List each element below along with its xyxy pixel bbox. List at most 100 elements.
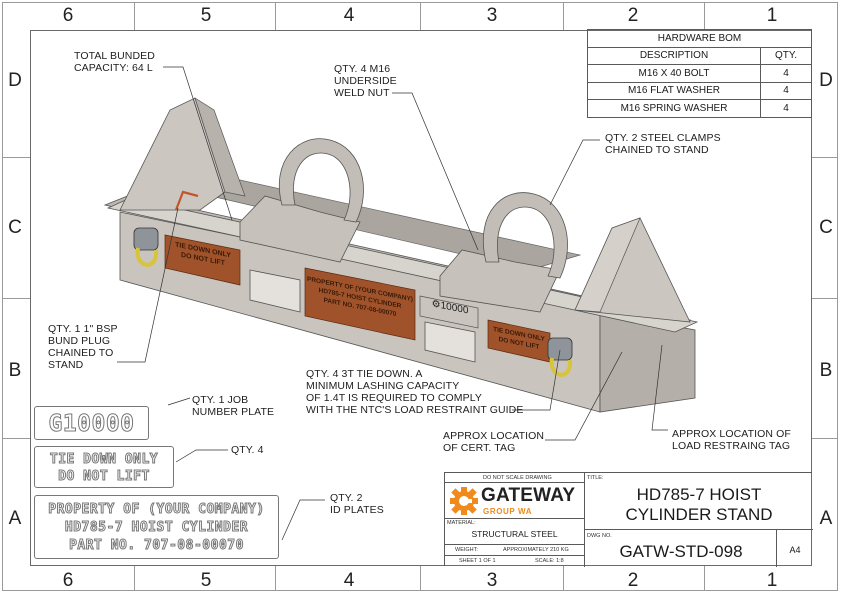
bom-header-description: DESCRIPTION: [587, 46, 761, 65]
company-name: GATEWAY: [481, 485, 576, 506]
callout-tie-down-line1: QTY. 4 3T TIE DOWN. A: [306, 368, 423, 380]
callout-restraint-tag-line1: APPROX LOCATION OF: [672, 428, 791, 440]
callout-job-plate-line1: QTY. 1 JOB: [192, 394, 249, 406]
callout-id-plates-line2: ID PLATES: [330, 504, 384, 516]
scale-value: SCALE: 1:8: [535, 558, 564, 564]
zone-row-c-left: C: [8, 217, 22, 238]
zone-row-a-right: A: [819, 508, 833, 529]
callout-bund-line2: CAPACITY: 64 L: [74, 62, 153, 74]
sheet-border-inner: [30, 30, 812, 566]
callout-tie-down: QTY. 4 3T TIE DOWN. A MINIMUM LASHING CA…: [306, 368, 523, 416]
callout-cert-tag-line2: OF CERT. TAG: [443, 442, 516, 454]
bom-title-row: HARDWARE BOM: [587, 29, 812, 48]
material-label: MATERIAL:: [447, 520, 476, 526]
zone-tick: [2, 298, 30, 299]
drawing-title-line1: HD785-7 HOIST: [636, 485, 762, 504]
zone-col-3-top: 3: [486, 5, 498, 26]
model-job-plate: [419, 295, 479, 329]
bom-qty: 4: [760, 81, 812, 100]
tie-down-ring-left-mount: [133, 227, 159, 251]
zone-col-1-top: 1: [766, 5, 778, 26]
callout-tie-down-line2: MINIMUM LASHING CAPACITY: [306, 380, 460, 392]
sheet-cell: SHEET 1 OF 1 SCALE: 1:8: [445, 556, 585, 567]
tie-down-plate-line1: TIE DOWN ONLY: [49, 452, 159, 468]
job-number-plate-text: G10000: [35, 411, 148, 438]
title-block: DO NOT SCALE DRAWING GATEWAY GROUP WA MA…: [444, 472, 813, 567]
callout-weld-nut-line3: WELD NUT: [334, 87, 390, 99]
zone-row-a-left: A: [8, 508, 22, 529]
callout-id-plates-line1: QTY. 2: [330, 492, 363, 504]
zone-tick: [2, 157, 30, 158]
gateway-gear-icon: [450, 487, 478, 515]
callout-weld-nut-line2: UNDERSIDE: [334, 75, 397, 87]
zone-tick: [134, 2, 135, 30]
weight-label: WEIGHT:: [455, 547, 478, 553]
left-clamp: [278, 138, 364, 223]
callout-clamps-line1: QTY. 2 STEEL CLAMPS: [605, 132, 721, 144]
tie-down-ring-right-mount: [547, 337, 573, 361]
dwg-number: GATW-STD-098: [619, 542, 743, 561]
callout-tie-down-line4: WITH THE NTC'S LOAD RESTRAINT GUIDE: [306, 404, 524, 416]
callout-job-plate: QTY. 1 JOB NUMBER PLATE: [192, 394, 274, 418]
tie-down-plate-line2: DO NOT LIFT: [58, 469, 150, 485]
callout-weld-nut: QTY. 4 M16 UNDERSIDE WELD NUT: [334, 63, 397, 99]
weight-cell: WEIGHT: APPROXIMATELY 210 KG: [445, 545, 585, 556]
left-saddle: [239, 195, 361, 263]
left-slot: [249, 269, 301, 313]
callout-tie-down-line3: OF 1.4T IS REQUIRED TO COMPLY: [306, 392, 482, 404]
zone-col-4-top: 4: [343, 5, 355, 26]
tie-down-plate: TIE DOWN ONLY DO NOT LIFT: [34, 446, 174, 488]
callout-cert-tag-line1: APPROX LOCATION: [443, 430, 545, 442]
callout-bund-plug: QTY. 1 1" BSP BUND PLUG CHAINED TO STAND: [48, 323, 118, 371]
logo-cell: GATEWAY GROUP WA: [445, 483, 585, 519]
model-job-g-icon: ⚙: [431, 298, 441, 312]
zone-tick: [2, 438, 30, 439]
zone-col-4-bottom: 4: [343, 570, 355, 591]
zone-col-2-bottom: 2: [627, 570, 639, 591]
right-clamp: [482, 192, 568, 279]
callout-bung-line2: BUND PLUG: [48, 335, 111, 347]
zone-tick: [275, 2, 276, 30]
zone-tick: [563, 566, 564, 591]
callout-cert-tag: APPROX LOCATION OF CERT. TAG: [443, 430, 544, 454]
zone-col-5-top: 5: [200, 5, 212, 26]
callout-id-plates: QTY. 2 ID PLATES: [330, 492, 384, 516]
title-cell: TITLE: HD785-7 HOIST CYLINDER STAND: [585, 473, 813, 530]
size-cell: A4: [777, 530, 813, 567]
do-not-scale-text: DO NOT SCALE DRAWING: [483, 475, 552, 481]
material-value: STRUCTURAL STEEL: [471, 529, 558, 539]
dwg-label: DWG NO.: [587, 533, 612, 539]
property-id-line2: HD785-7 HOIST CYLINDER: [64, 520, 249, 536]
bom-row: M16 FLAT WASHER 4: [587, 81, 812, 100]
job-number-plate: G10000: [34, 406, 149, 440]
callout-steel-clamps: QTY. 2 STEEL CLAMPS CHAINED TO STAND: [605, 132, 721, 156]
leader-lines: [117, 66, 668, 541]
dwg-no-cell: DWG NO. GATW-STD-098: [585, 530, 777, 567]
right-gusset-side: [574, 217, 641, 313]
bom-qty: 4: [760, 64, 812, 83]
zone-col-2-top: 2: [627, 5, 639, 26]
material-cell: MATERIAL: STRUCTURAL STEEL: [445, 519, 585, 545]
bom-row: M16 SPRING WASHER 4: [587, 99, 812, 118]
title-label: TITLE:: [587, 475, 604, 481]
gateway-g-icon: G: [48, 411, 63, 438]
zone-row-c-right: C: [819, 217, 833, 238]
callout-restraint-tag-line2: LOAD RESTRAING TAG: [672, 440, 791, 452]
callout-clamps-line2: CHAINED TO STAND: [605, 144, 709, 156]
tie-down-plate-text: TIE DOWN ONLY DO NOT LIFT: [35, 451, 173, 485]
tie-down-ring-right: [549, 357, 573, 377]
zone-tick: [704, 566, 705, 591]
bom-header-qty: QTY.: [760, 46, 812, 65]
bom-description: M16 SPRING WASHER: [587, 99, 761, 118]
callout-bund-line1: TOTAL BUNDED: [74, 50, 155, 62]
model-tie-down-plate-left: [164, 234, 241, 286]
zone-col-5-bottom: 5: [200, 570, 212, 591]
zone-col-6-bottom: 6: [62, 570, 74, 591]
tie-down-ring-left: [135, 247, 159, 267]
bom-header-row: DESCRIPTION QTY.: [587, 46, 812, 65]
property-id-line1: PROPERTY OF (YOUR COMPANY): [48, 502, 265, 518]
bom-qty: 4: [760, 99, 812, 118]
bund-plug-handle: [174, 190, 199, 211]
bom-description: M16 FLAT WASHER: [587, 81, 761, 100]
callout-weld-nut-line1: QTY. 4 M16: [334, 63, 391, 75]
